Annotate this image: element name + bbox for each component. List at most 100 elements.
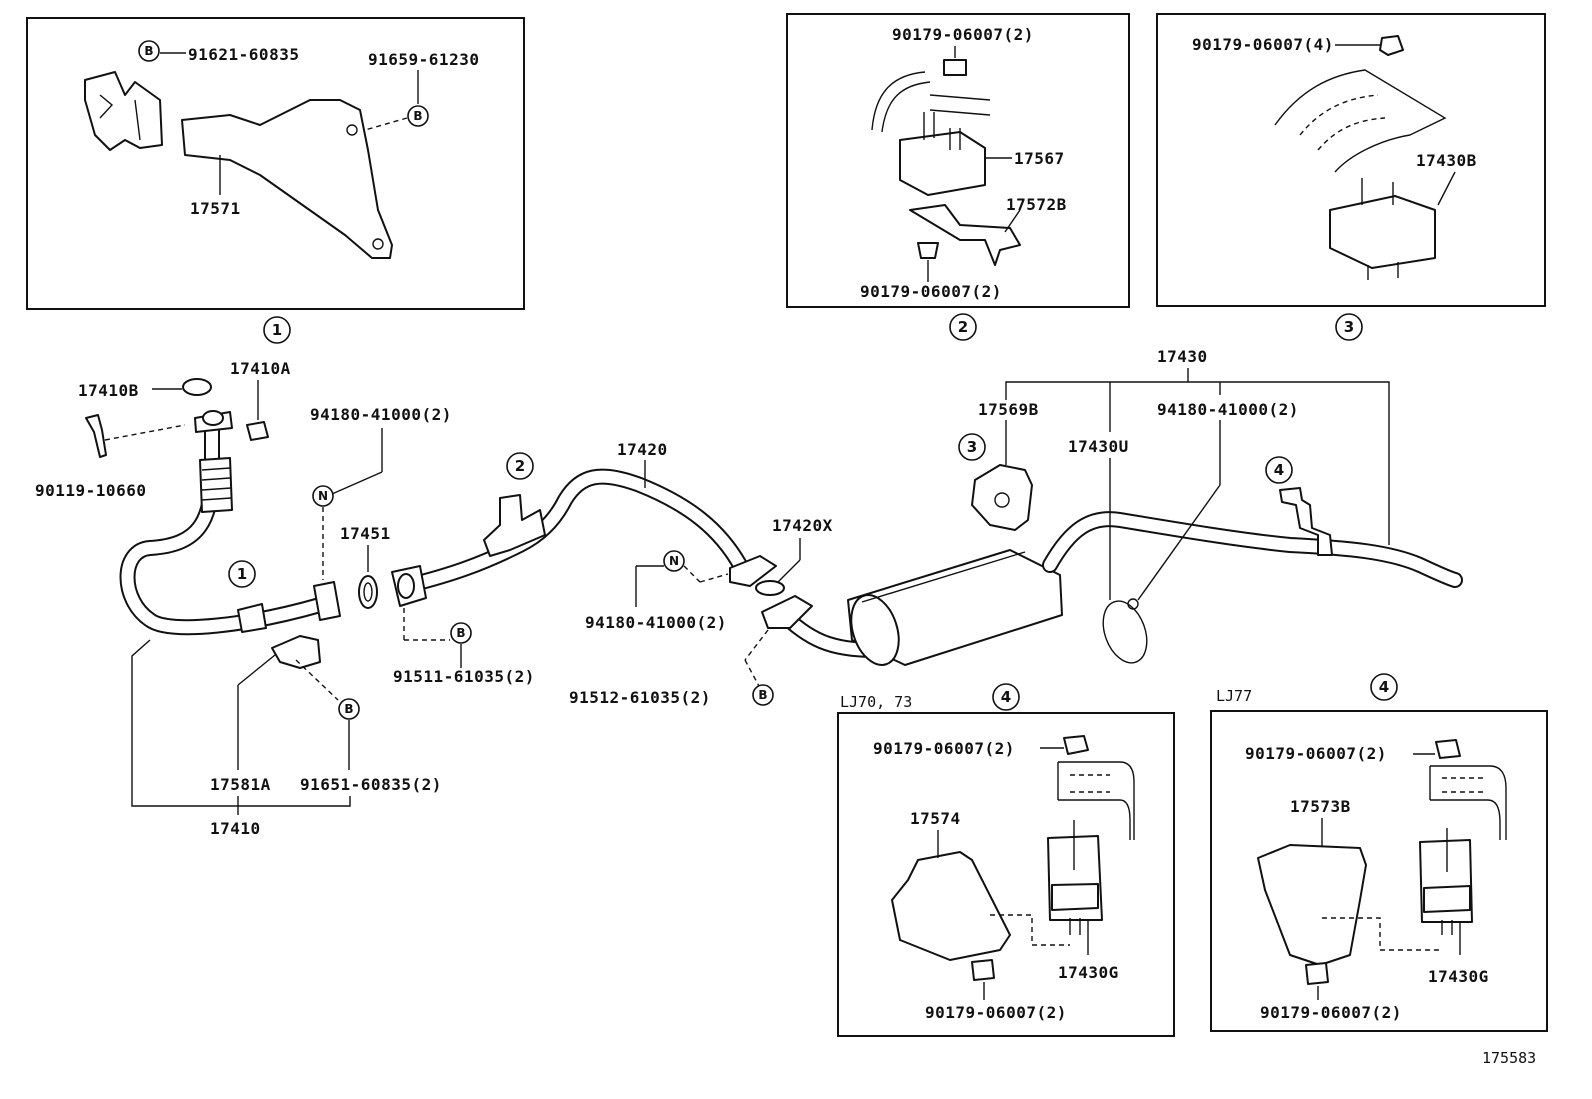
part-90179-06007-top: 90179-06007(2) xyxy=(892,25,1034,44)
muffler-end-cap xyxy=(850,594,900,666)
flex-joint-drawing xyxy=(199,457,233,513)
part-17430G-a: 17430G xyxy=(1058,963,1119,982)
clamp-17581a-drawing xyxy=(271,635,321,669)
leader-dashed xyxy=(364,117,408,131)
leader-dashed xyxy=(1322,917,1440,951)
nut-badge-n: N xyxy=(663,550,685,572)
part-17430B: 17430B xyxy=(1416,151,1477,170)
pipe-clamp-band xyxy=(237,603,267,633)
callout-3: 3 xyxy=(958,433,986,461)
bolt-90119-drawing xyxy=(85,414,107,458)
bolt-badge-b: B xyxy=(752,684,774,706)
mount-17430b-drawing xyxy=(1329,195,1436,269)
frame-rail-lines xyxy=(1429,765,1507,840)
leader-dashed xyxy=(990,914,1070,946)
svg-text:B: B xyxy=(344,702,353,716)
part-91651-60835: 91651-60835(2) xyxy=(300,775,442,794)
clamp-17430u-drawing xyxy=(1102,600,1148,664)
front-pipe-17410 xyxy=(119,412,328,636)
detail-box-3-frame xyxy=(1156,13,1546,307)
bolt-badge-b: B xyxy=(450,622,472,644)
stud-lines xyxy=(1069,820,1081,935)
frame-bracket-lines xyxy=(871,71,991,133)
part-90179-06007-4b-bottom: 90179-06007(2) xyxy=(1260,1003,1402,1022)
frame-panel-dashed xyxy=(1299,94,1386,151)
stud-lines xyxy=(923,112,961,150)
bracket-hole xyxy=(346,124,358,136)
clamp-drawing xyxy=(84,71,163,151)
part-17574: 17574 xyxy=(910,809,961,828)
svg-text:1: 1 xyxy=(272,321,282,339)
part-90179-06007-4b-top: 90179-06007(2) xyxy=(1245,744,1387,763)
nut-drawing xyxy=(971,959,995,981)
gasket-17451-drawing xyxy=(358,575,378,609)
part-17567: 17567 xyxy=(1014,149,1065,168)
frame-rail-dashed xyxy=(1070,774,1110,793)
callout-3-under-box: 3 xyxy=(1335,313,1363,341)
part-17581A: 17581A xyxy=(210,775,271,794)
variant-label-lj70-73: LJ70, 73 xyxy=(840,693,912,711)
part-90179-06007-4: 90179-06007(4) xyxy=(1192,35,1334,54)
callout-4-box-a: 4 xyxy=(992,683,1020,711)
part-17420: 17420 xyxy=(617,440,668,459)
part-17410: 17410 xyxy=(210,819,261,838)
assembly-bracket-17410 xyxy=(131,639,351,815)
pipe-opening xyxy=(202,410,224,426)
leader-dashed xyxy=(683,565,701,583)
leader-dashed xyxy=(104,424,186,441)
part-90179-06007-4a-bottom: 90179-06007(2) xyxy=(925,1003,1067,1022)
variant-label-lj77: LJ77 xyxy=(1216,687,1252,705)
assembly-bracket-17430 xyxy=(1005,368,1390,545)
nut-drawing xyxy=(1379,35,1404,56)
part-94180-41000-b: 94180-41000(2) xyxy=(585,613,727,632)
muffler-inlet-flange xyxy=(761,595,813,629)
callout-2-under-box: 2 xyxy=(949,313,977,341)
nut-drawing xyxy=(917,242,939,259)
callout-1: 1 xyxy=(228,560,256,588)
mount-17567-drawing xyxy=(899,131,986,196)
nut-badge-n: N xyxy=(312,485,334,507)
svg-text:4: 4 xyxy=(1274,461,1284,479)
hanger-17569b-drawing xyxy=(971,464,1033,531)
svg-text:4: 4 xyxy=(1379,678,1389,696)
leader-line xyxy=(777,559,801,583)
part-17430U: 17430U xyxy=(1068,437,1129,456)
nut-drawing xyxy=(1305,962,1329,985)
part-90179-06007-bottom: 90179-06007(2) xyxy=(860,282,1002,301)
svg-text:2: 2 xyxy=(958,318,968,336)
detail-box-3: 90179-06007(4) 17430B xyxy=(1156,13,1546,307)
part-91511-61035: 91511-61035(2) xyxy=(393,667,535,686)
clamp-nut xyxy=(1127,598,1139,610)
nut-17410a-drawing xyxy=(246,421,269,441)
muffler-seam xyxy=(861,551,1026,603)
stud-lines xyxy=(1361,178,1399,280)
mount-rubber-block xyxy=(1051,883,1099,911)
bracket-17571-drawing xyxy=(181,99,393,259)
part-91512-61035: 91512-61035(2) xyxy=(569,688,711,707)
bracket-17573b-drawing xyxy=(1257,844,1367,966)
svg-text:N: N xyxy=(669,554,679,568)
svg-text:3: 3 xyxy=(1344,318,1354,336)
part-91621-60835: 91621-60835 xyxy=(188,45,299,64)
part-91659-61230: 91659-61230 xyxy=(368,50,479,69)
leader-line xyxy=(1004,209,1021,233)
detail-box-1: B 91621-60835 91659-61230 B 17571 xyxy=(26,17,525,310)
part-17451: 17451 xyxy=(340,524,391,543)
part-17410A: 17410A xyxy=(230,359,291,378)
detail-box-1-frame xyxy=(26,17,525,310)
part-17569B: 17569B xyxy=(978,400,1039,419)
gasket-hole xyxy=(363,582,373,602)
callout-2: 2 xyxy=(506,452,534,480)
detail-box-4a: LJ70, 73 4 90179-06007(2) 17430G 17574 9… xyxy=(837,683,1175,1037)
leader-dashed xyxy=(744,629,769,661)
frame-rail-dashed xyxy=(1442,777,1484,793)
nut-drawing xyxy=(1435,739,1461,759)
main-exhaust-assembly: 17410 B 17410A 90119-10660 1 B 17581A 916… xyxy=(35,347,1463,838)
leader-line xyxy=(331,471,383,495)
part-90119-10660: 90119-10660 xyxy=(35,481,146,500)
bracket-17574-drawing xyxy=(891,851,1011,961)
bolt-badge-b: B xyxy=(338,698,360,720)
svg-text:2: 2 xyxy=(515,457,525,475)
